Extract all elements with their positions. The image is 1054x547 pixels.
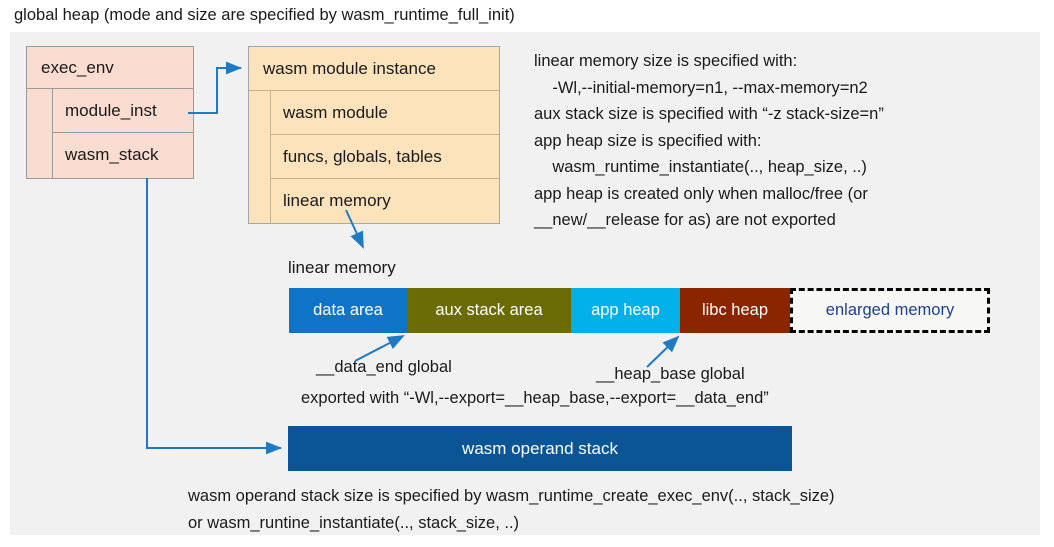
memory-segment-libc-heap: libc heap xyxy=(680,288,790,333)
memory-config-notes: linear memory size is specified with: -W… xyxy=(534,52,884,229)
page-title: global heap (mode and size are specified… xyxy=(14,6,515,24)
annotation-data-end: __data_end global xyxy=(316,358,452,376)
wasm-module-instance-box: wasm module instance wasm module funcs, … xyxy=(248,46,500,224)
exec-env-gutter xyxy=(27,89,53,178)
exec-env-box: exec_env module_inst wasm_stack xyxy=(26,46,194,179)
exec-env-header: exec_env xyxy=(27,47,193,89)
annotation-heap-base: __heap_base global xyxy=(596,365,745,383)
wasm-module-instance-field-wasm-module: wasm module xyxy=(271,91,499,135)
memory-segment-app-heap: app heap xyxy=(571,288,680,333)
operand-stack-notes: wasm operand stack size is specified by … xyxy=(188,487,835,532)
exec-env-field-module-inst: module_inst xyxy=(53,89,193,133)
wasm-module-instance-field-funcs-globals-tables: funcs, globals, tables xyxy=(271,135,499,179)
linear-memory-bar: data area aux stack area app heap libc h… xyxy=(289,288,990,333)
memory-segment-aux-stack-area: aux stack area xyxy=(407,288,571,333)
wasm-module-instance-rows: wasm module funcs, globals, tables linea… xyxy=(271,91,499,223)
annotation-exported-with: exported with “-Wl,--export=__heap_base,… xyxy=(301,389,769,407)
wasm-module-instance-field-linear-memory: linear memory xyxy=(283,191,391,210)
wasm-module-instance-header: wasm module instance xyxy=(249,47,499,91)
wasm-module-instance-gutter xyxy=(249,91,271,223)
wasm-operand-stack-bar: wasm operand stack xyxy=(288,426,792,471)
wasm-module-instance-body: wasm module funcs, globals, tables linea… xyxy=(249,91,499,223)
exec-env-body: module_inst wasm_stack xyxy=(27,89,193,178)
exec-env-rows: module_inst wasm_stack xyxy=(53,89,193,178)
memory-segment-data-area: data area xyxy=(289,288,407,333)
exec-env-field-wasm-stack: wasm_stack xyxy=(65,145,159,164)
linear-memory-label: linear memory xyxy=(288,258,396,277)
memory-segment-enlarged-memory: enlarged memory xyxy=(790,288,990,333)
